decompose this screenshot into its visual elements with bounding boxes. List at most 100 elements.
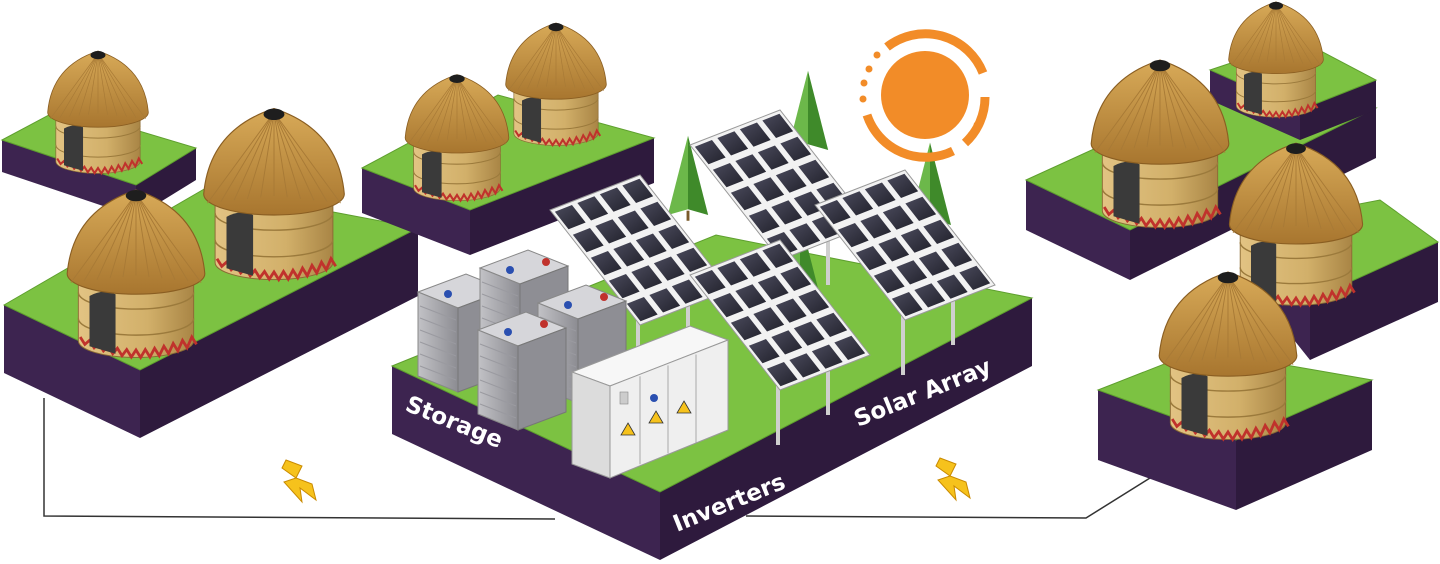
solar-cell xyxy=(753,307,785,332)
hut-icon xyxy=(404,74,510,203)
solar-cell xyxy=(936,274,968,299)
platform-side-left xyxy=(2,140,136,217)
solar-cell xyxy=(793,191,825,216)
solar-cell xyxy=(626,297,658,322)
huts xyxy=(47,1,1364,443)
platform-side-left xyxy=(1026,180,1130,280)
solar-cell xyxy=(590,251,622,276)
solar-cell xyxy=(739,252,771,277)
solar-cell xyxy=(748,339,780,364)
battery-terminal-negative xyxy=(504,328,512,336)
solar-cell xyxy=(622,178,654,203)
hut-icon xyxy=(203,108,345,283)
hut-roof-vent xyxy=(90,51,106,60)
solar-cell xyxy=(864,182,896,207)
solar-cell xyxy=(735,284,767,309)
panel-leg xyxy=(826,355,830,415)
battery-terminal-negative xyxy=(564,301,572,309)
solar-panel-icon xyxy=(814,169,996,375)
solar-cell xyxy=(694,140,726,165)
panel-leg xyxy=(636,310,640,380)
platform-side-right xyxy=(1310,242,1438,360)
solar-cell xyxy=(730,186,762,211)
solar-cell xyxy=(775,298,807,323)
solar-cell xyxy=(753,177,785,202)
solar-cell xyxy=(819,200,851,225)
warning-icon xyxy=(620,422,636,436)
panel-leg xyxy=(686,290,690,350)
hut-roof-vent xyxy=(1149,60,1171,72)
solar-cell xyxy=(730,316,762,341)
solar-cell xyxy=(635,233,667,258)
panel-leg xyxy=(826,225,830,285)
solar-cell xyxy=(887,173,919,198)
solar-cell xyxy=(631,265,663,290)
hut-roof-vent xyxy=(125,190,147,202)
solar-cell xyxy=(918,251,950,276)
hut-icon xyxy=(47,50,149,176)
battery-icon xyxy=(476,311,568,431)
hut-icon xyxy=(1090,59,1230,231)
hut-door xyxy=(1244,71,1262,115)
platform-side-right xyxy=(1236,380,1372,510)
solar-cell xyxy=(694,270,726,295)
wire-left xyxy=(43,398,556,520)
lightning-bolt-icon xyxy=(281,459,317,504)
battery-side xyxy=(517,327,567,431)
solar-cell xyxy=(572,228,604,253)
platform-hut-group-2 xyxy=(2,187,420,438)
hut-icon xyxy=(1228,1,1324,119)
solar-cell xyxy=(896,260,928,285)
platform-side-right xyxy=(1300,80,1376,140)
solar-cell xyxy=(816,312,848,337)
solar-cell xyxy=(712,163,744,188)
solar-cell xyxy=(905,196,937,221)
hut-roof-vent xyxy=(1286,143,1306,154)
solar-cell xyxy=(780,266,812,291)
lightning-bolt-icon xyxy=(935,457,971,502)
solar-cell xyxy=(599,187,631,212)
solar-cell xyxy=(873,269,905,294)
solar-cell xyxy=(748,209,780,234)
hut-roof-vent xyxy=(263,108,285,120)
solar-cell xyxy=(762,113,794,138)
central-plant xyxy=(416,70,996,479)
solar-cell xyxy=(757,145,789,170)
solar-cell xyxy=(855,246,887,271)
hut-door xyxy=(64,125,84,171)
hut-icon xyxy=(1158,271,1298,443)
warning-icon xyxy=(648,410,664,424)
solar-cell xyxy=(834,335,866,360)
solar-cell xyxy=(842,191,874,216)
hut-roof-vent xyxy=(1217,272,1239,284)
inverter-cabinet-icon xyxy=(570,325,730,479)
solar-cell xyxy=(739,122,771,147)
platform-side-left xyxy=(392,366,660,560)
solar-cell xyxy=(577,196,609,221)
solar-cell xyxy=(762,243,794,268)
solar-cell xyxy=(780,136,812,161)
platform-side-left xyxy=(362,168,470,255)
solar-cell xyxy=(676,247,708,272)
solar-cell xyxy=(640,201,672,226)
solar-cell xyxy=(959,265,991,290)
power-lines xyxy=(43,398,1151,520)
solar-cell xyxy=(595,219,627,244)
sun-icon xyxy=(859,29,990,162)
solar-cell xyxy=(613,242,645,267)
hut-icon xyxy=(66,189,206,361)
hut-icon xyxy=(505,22,607,148)
panel-leg xyxy=(901,305,905,375)
hut-door xyxy=(522,97,542,143)
battery-terminal-negative xyxy=(506,266,514,274)
solar-cell xyxy=(757,275,789,300)
warning-icon xyxy=(676,400,692,414)
hut-door xyxy=(226,212,254,276)
solar-cell xyxy=(554,205,586,230)
solar-cell xyxy=(891,292,923,317)
hut-door xyxy=(1113,161,1140,224)
solar-panel-icon xyxy=(689,239,871,445)
solar-cell xyxy=(882,205,914,230)
solar-cell xyxy=(837,223,869,248)
